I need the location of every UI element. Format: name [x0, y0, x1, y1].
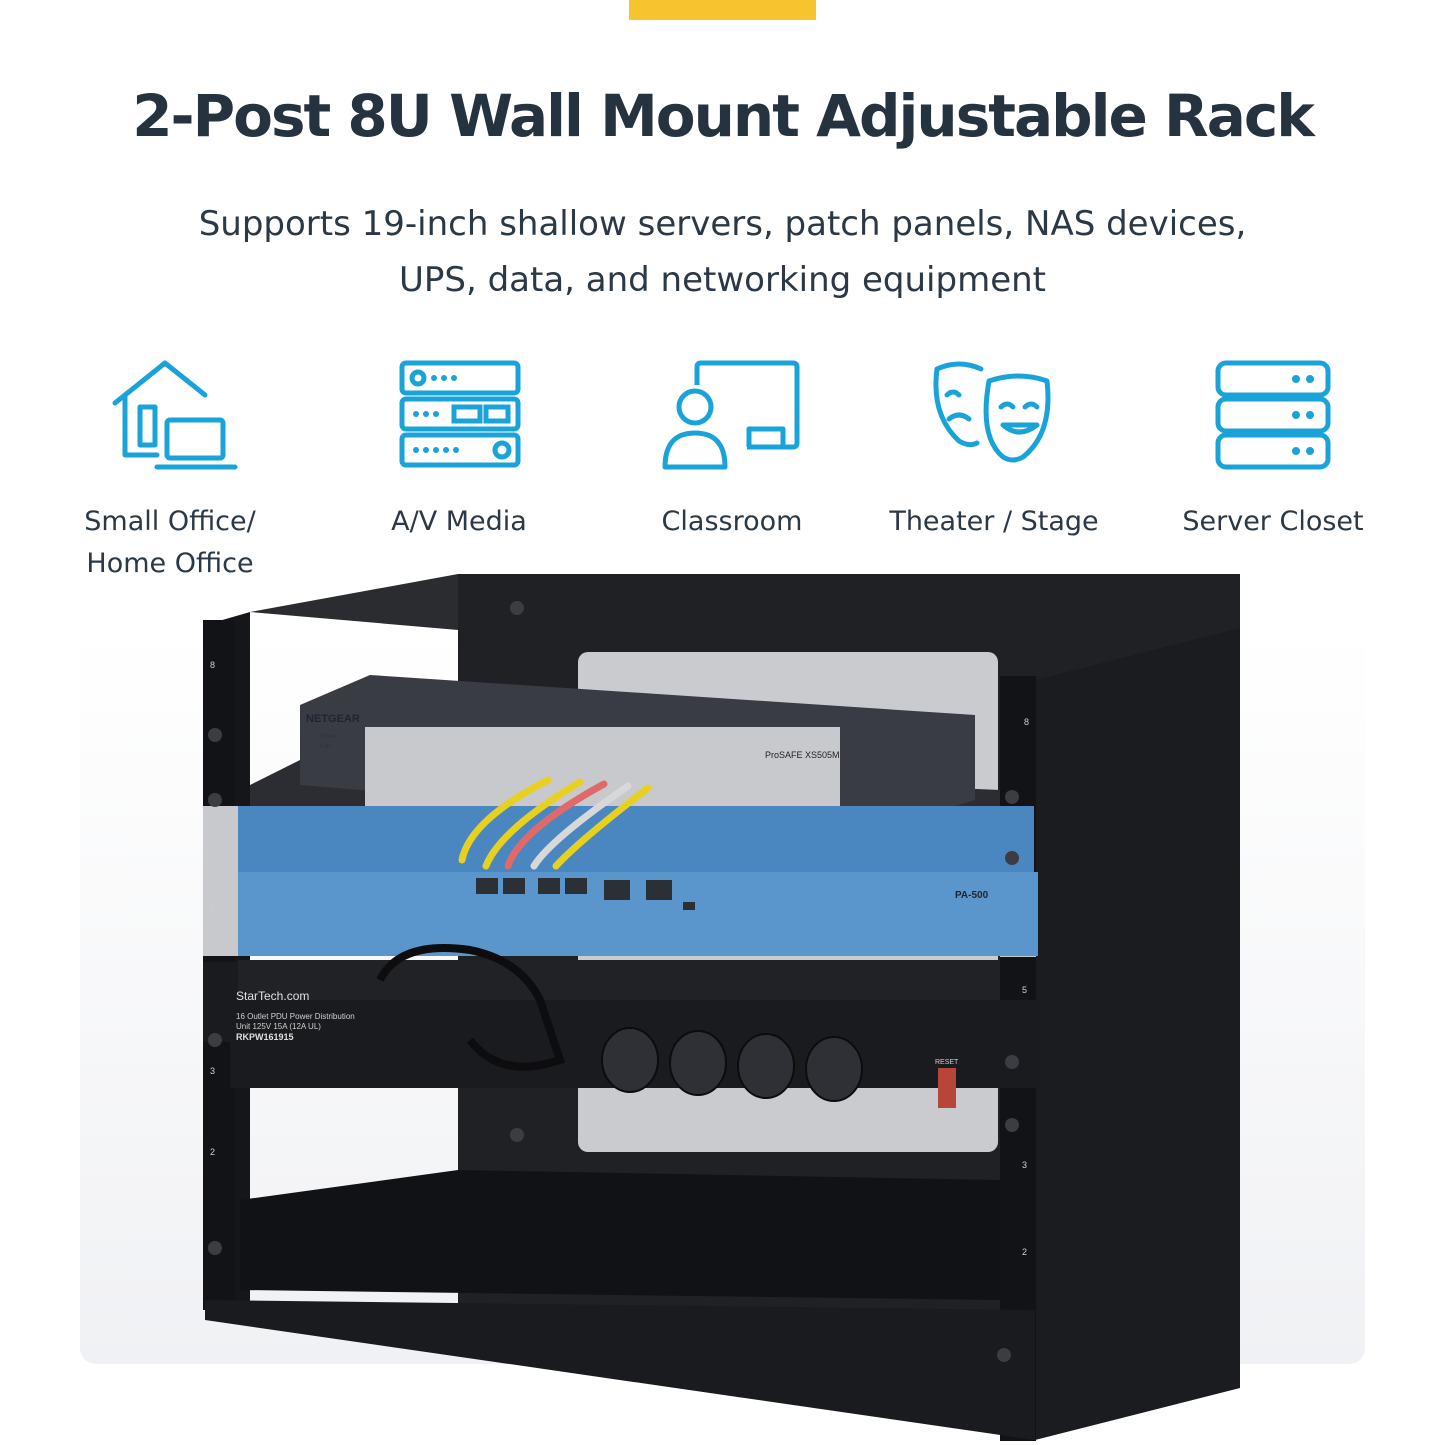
subtitle-line-2: UPS, data, and networking equipment — [398, 260, 1046, 300]
server-closet-icon — [1215, 360, 1331, 470]
theater-masks-icon — [933, 361, 1051, 463]
pdu-part-label: RKPW161915 — [236, 1032, 294, 1042]
switch-led-fan-label: Fan — [320, 744, 330, 750]
pdu-brand-label: StarTech.com — [236, 989, 309, 1003]
switch-brand-label: NETGEAR — [306, 713, 360, 725]
switch-model-label: ProSAFE XS505M — [765, 750, 840, 760]
product-photo: NETGEAR Power Fan ProSAFE XS505M PA-500 … — [203, 574, 1240, 1441]
pdu-reset-switch — [938, 1068, 956, 1108]
u-number-right: 2 — [1022, 1247, 1027, 1257]
firewall-model-label: PA-500 — [955, 890, 989, 901]
home-office-icon — [112, 360, 238, 470]
u-number-left: 8 — [210, 660, 215, 670]
u-number-left: 3 — [210, 1066, 215, 1076]
u-number-right: 3 — [1022, 1160, 1027, 1170]
classroom-icon — [662, 360, 800, 470]
rack-bottom-floor — [240, 1170, 1000, 1300]
use-case-label: Theater / Stage — [889, 506, 1099, 537]
rack-bottom-shelf — [205, 1300, 1035, 1440]
use-case-label: Classroom — [661, 506, 803, 537]
firewall-face — [238, 872, 1038, 956]
subtitle-line-1: Supports 19-inch shallow servers, patch … — [198, 204, 1247, 244]
firewall-body — [238, 806, 1034, 882]
use-case-home-office: Small Office/ Home Office — [40, 355, 300, 585]
u-number-right: 8 — [1024, 717, 1029, 727]
accent-bar — [629, 0, 816, 20]
use-case-label: Server Closet — [1182, 506, 1364, 537]
rack-right-side — [1035, 628, 1240, 1440]
use-case-theater: Theater / Stage — [864, 355, 1124, 543]
switch-led-power-label: Power — [320, 734, 337, 740]
pdu-desc-line-2: Unit 125V 15A (12A UL) — [236, 1022, 321, 1031]
firewall-left-ear — [203, 806, 238, 956]
pdu-reset-label: RESET — [935, 1059, 959, 1066]
use-case-label: A/V Media — [391, 506, 527, 537]
use-case-server-closet: Server Closet — [1143, 355, 1403, 543]
av-media-icon — [399, 360, 521, 468]
u-number-left: 2 — [210, 1147, 215, 1157]
u-number-left: 5 — [210, 904, 215, 914]
use-case-classroom: Classroom — [602, 355, 862, 543]
use-case-av-media: A/V Media — [329, 355, 589, 543]
page-title: 2-Post 8U Wall Mount Adjustable Rack — [132, 82, 1315, 150]
page-subtitle: Supports 19-inch shallow servers, patch … — [0, 196, 1445, 308]
pdu-desc-line-1: 16 Outlet PDU Power Distribution — [236, 1012, 355, 1021]
u-number-right: 5 — [1022, 985, 1027, 995]
use-case-label: Small Office/ Home Office — [84, 506, 256, 579]
